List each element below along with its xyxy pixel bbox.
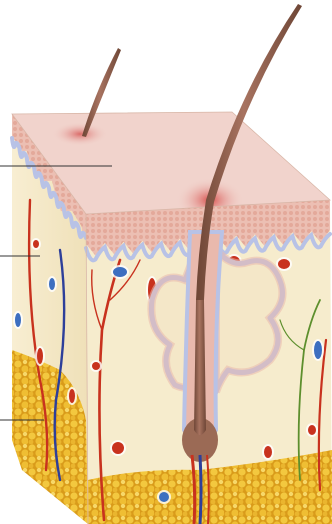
vessel-section-12 xyxy=(159,492,169,502)
vessel-section-0 xyxy=(113,267,127,277)
bulb-vein xyxy=(200,455,201,524)
vessel-section-5 xyxy=(112,442,124,454)
hair-root xyxy=(194,300,206,435)
vessel-section-11 xyxy=(49,278,55,290)
vessel-section-14 xyxy=(264,446,272,458)
vessel-section-13 xyxy=(308,425,316,435)
follicle-opening-left xyxy=(52,122,108,146)
vessel-section-8 xyxy=(15,313,21,327)
vessel-section-10 xyxy=(33,240,39,248)
vessel-section-6 xyxy=(314,341,322,359)
vessel-section-7 xyxy=(37,348,43,364)
vessel-section-9 xyxy=(69,389,75,403)
vessel-section-2 xyxy=(278,259,290,269)
vessel-section-4 xyxy=(92,362,100,370)
